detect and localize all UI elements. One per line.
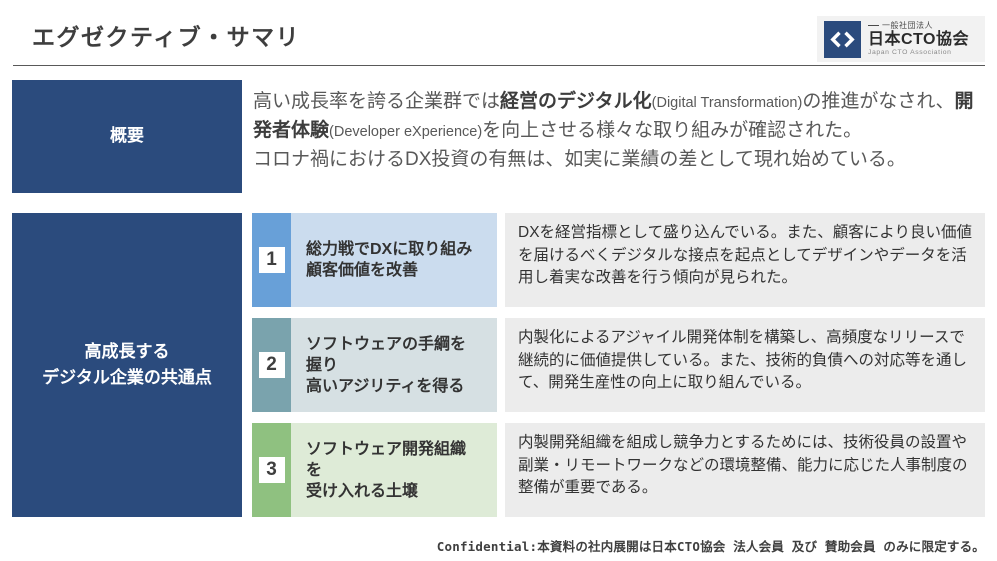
org-logo: 一般社団法人 日本CTO協会 Japan CTO Association bbox=[817, 16, 985, 62]
common-points-label: 高成長する デジタル企業の共通点 bbox=[42, 341, 212, 387]
overview-paragraph: 高い成長率を誇る企業群では経営のデジタル化(Digital Transforma… bbox=[253, 91, 974, 141]
confidential-note: Confidential:本資料の社内展開は日本CTO協会 法人会員 及び 賛助… bbox=[436, 539, 985, 554]
org-type: 一般社団法人 bbox=[868, 20, 969, 30]
item-heading: ソフトウェア開発組織を 受け入れる土壌 bbox=[291, 423, 497, 517]
item-description: DXを経営指標として盛り込んでいる。また、顧客により良い価値を届けるべくデジタル… bbox=[505, 213, 985, 307]
overview-label-box: 概要 bbox=[12, 80, 242, 193]
org-type-dash bbox=[868, 25, 879, 27]
org-type-label: 一般社団法人 bbox=[882, 20, 933, 30]
page-title: エグゼクティブ・サマリ bbox=[32, 24, 301, 50]
common-points-label-box: 高成長する デジタル企業の共通点 bbox=[12, 213, 242, 517]
item-heading: 総力戦でDXに取り組み 顧客価値を改善 bbox=[291, 213, 497, 307]
org-name-en: Japan CTO Association bbox=[868, 48, 952, 56]
overview-label: 概要 bbox=[110, 126, 144, 146]
item-heading: ソフトウェアの手綱を握り 高いアジリティを得る bbox=[291, 318, 497, 412]
list-item: 3 ソフトウェア開発組織を 受け入れる土壌 内製開発組織を組成し競争力とするため… bbox=[252, 423, 985, 517]
code-brackets-icon bbox=[824, 20, 861, 58]
org-name: 日本CTO協会 bbox=[868, 30, 969, 48]
item-number-strip: 2 bbox=[252, 318, 291, 412]
overview-text: 高い成長率を誇る企業群では経営のデジタル化(Digital Transforma… bbox=[253, 88, 986, 174]
item-number-strip: 3 bbox=[252, 423, 291, 517]
item-number: 3 bbox=[258, 457, 285, 483]
overview-paragraph: コロナ禍におけるDX投資の有無は、如実に業績の差として現れ始めている。 bbox=[253, 149, 906, 170]
item-description: 内製化によるアジャイル開発体制を構築し、高頻度なリリースで継続的に価値提供してい… bbox=[505, 318, 985, 412]
item-number: 2 bbox=[258, 352, 285, 378]
org-logo-text: 一般社団法人 日本CTO協会 Japan CTO Association bbox=[868, 20, 969, 57]
header-divider bbox=[13, 65, 985, 66]
item-description: 内製開発組織を組成し競争力とするためには、技術役員の設置や副業・リモートワークな… bbox=[505, 423, 985, 517]
list-item: 1 総力戦でDXに取り組み 顧客価値を改善 DXを経営指標として盛り込んでいる。… bbox=[252, 213, 985, 307]
item-number: 1 bbox=[258, 247, 285, 273]
item-number-strip: 1 bbox=[252, 213, 291, 307]
list-item: 2 ソフトウェアの手綱を握り 高いアジリティを得る 内製化によるアジャイル開発体… bbox=[252, 318, 985, 412]
common-points-list: 1 総力戦でDXに取り組み 顧客価値を改善 DXを経営指標として盛り込んでいる。… bbox=[252, 213, 985, 517]
